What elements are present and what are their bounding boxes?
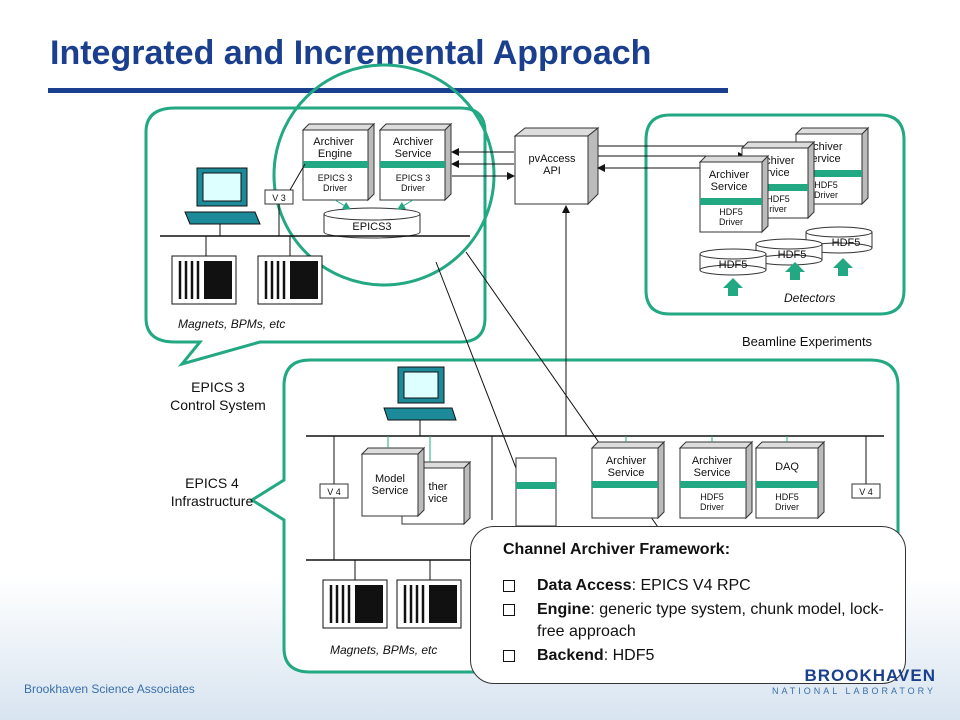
detector-arrows [723,258,853,296]
archiver-engine-label: Archiver Engine [313,136,356,160]
archiver-service-e3-line1: Archiver [393,136,434,148]
archiver-e4-2-line1: Archiver [692,455,733,467]
archiver-engine-line1: Archiver [313,136,354,148]
checkbox-bullet-icon [503,650,515,662]
footer-logo-brand: BROOKHAVEN [804,666,936,685]
magnet-rack-e3-2 [257,255,323,305]
workstation-e4 [383,366,457,436]
engine-to-db-arrow [334,199,351,210]
epics3-database: EPICS3 [323,207,421,239]
hdf5-label-1: HDF5 [719,259,748,271]
footer-logo-sub: NATIONAL LABORATORY [771,686,936,696]
magnet-rack-e3-1 [171,255,237,305]
detectors-label: Detectors [784,291,835,305]
archiver-e4-2-line2: Service [694,467,731,479]
v4-box-right [851,483,881,499]
v4-label-left: V 4 [327,487,341,497]
archiver-service-e3-line2: Service [395,148,432,160]
hdf5-db-2: HDF5 [755,238,823,266]
v3-label: V 3 [272,193,286,203]
title-underline [48,88,728,93]
callout-item-data-access: Data Access: EPICS V4 RPC [503,575,885,597]
archiver-e4-1-line2: Service [608,467,645,479]
beamline-experiments-label: Beamline Experiments [742,334,873,349]
framework-callout: Channel Archiver Framework: Data Access:… [470,526,906,684]
footer-organization: Brookhaven Science Associates [24,682,195,696]
hdf5-label-2: HDF5 [778,249,807,261]
daq-label: DAQ [775,461,799,473]
magnets-label-e4: Magnets, BPMs, etc [330,643,437,657]
callout-list: Data Access: EPICS V4 RPC Engine: generi… [503,575,885,667]
slide-title: Integrated and Incremental Approach [50,34,652,72]
checkbox-bullet-icon [503,604,515,616]
beamline-archiver-1-line2: Service [711,181,748,193]
magnets-label-e3: Magnets, BPMs, etc [178,317,285,331]
hdf5-db-1: HDF5 [699,248,767,276]
checkbox-bullet-icon [503,580,515,592]
archiver-e4-1-line1: Archiver [606,455,647,467]
callout-item-backend: Backend: HDF5 [503,645,885,667]
epics3-database-label: EPICS3 [352,221,391,233]
highlight-circle [272,63,496,287]
service-to-db-arrow [397,199,414,210]
callout-title: Channel Archiver Framework: [503,541,731,558]
hidden-archiver-box [515,457,557,527]
magnet-rack-e4-1 [322,579,388,629]
callout-item-engine: Engine: generic type system, chunk model… [503,599,885,643]
workstation-e3 [184,167,261,236]
beamline-archiver-1-line1: Archiver [709,169,750,181]
hdf5-label-3: HDF5 [832,237,861,249]
footer-logo: BROOKHAVEN NATIONAL LABORATORY [772,666,936,696]
v4-label-right: V 4 [859,487,873,497]
magnet-rack-e4-2 [396,579,462,629]
